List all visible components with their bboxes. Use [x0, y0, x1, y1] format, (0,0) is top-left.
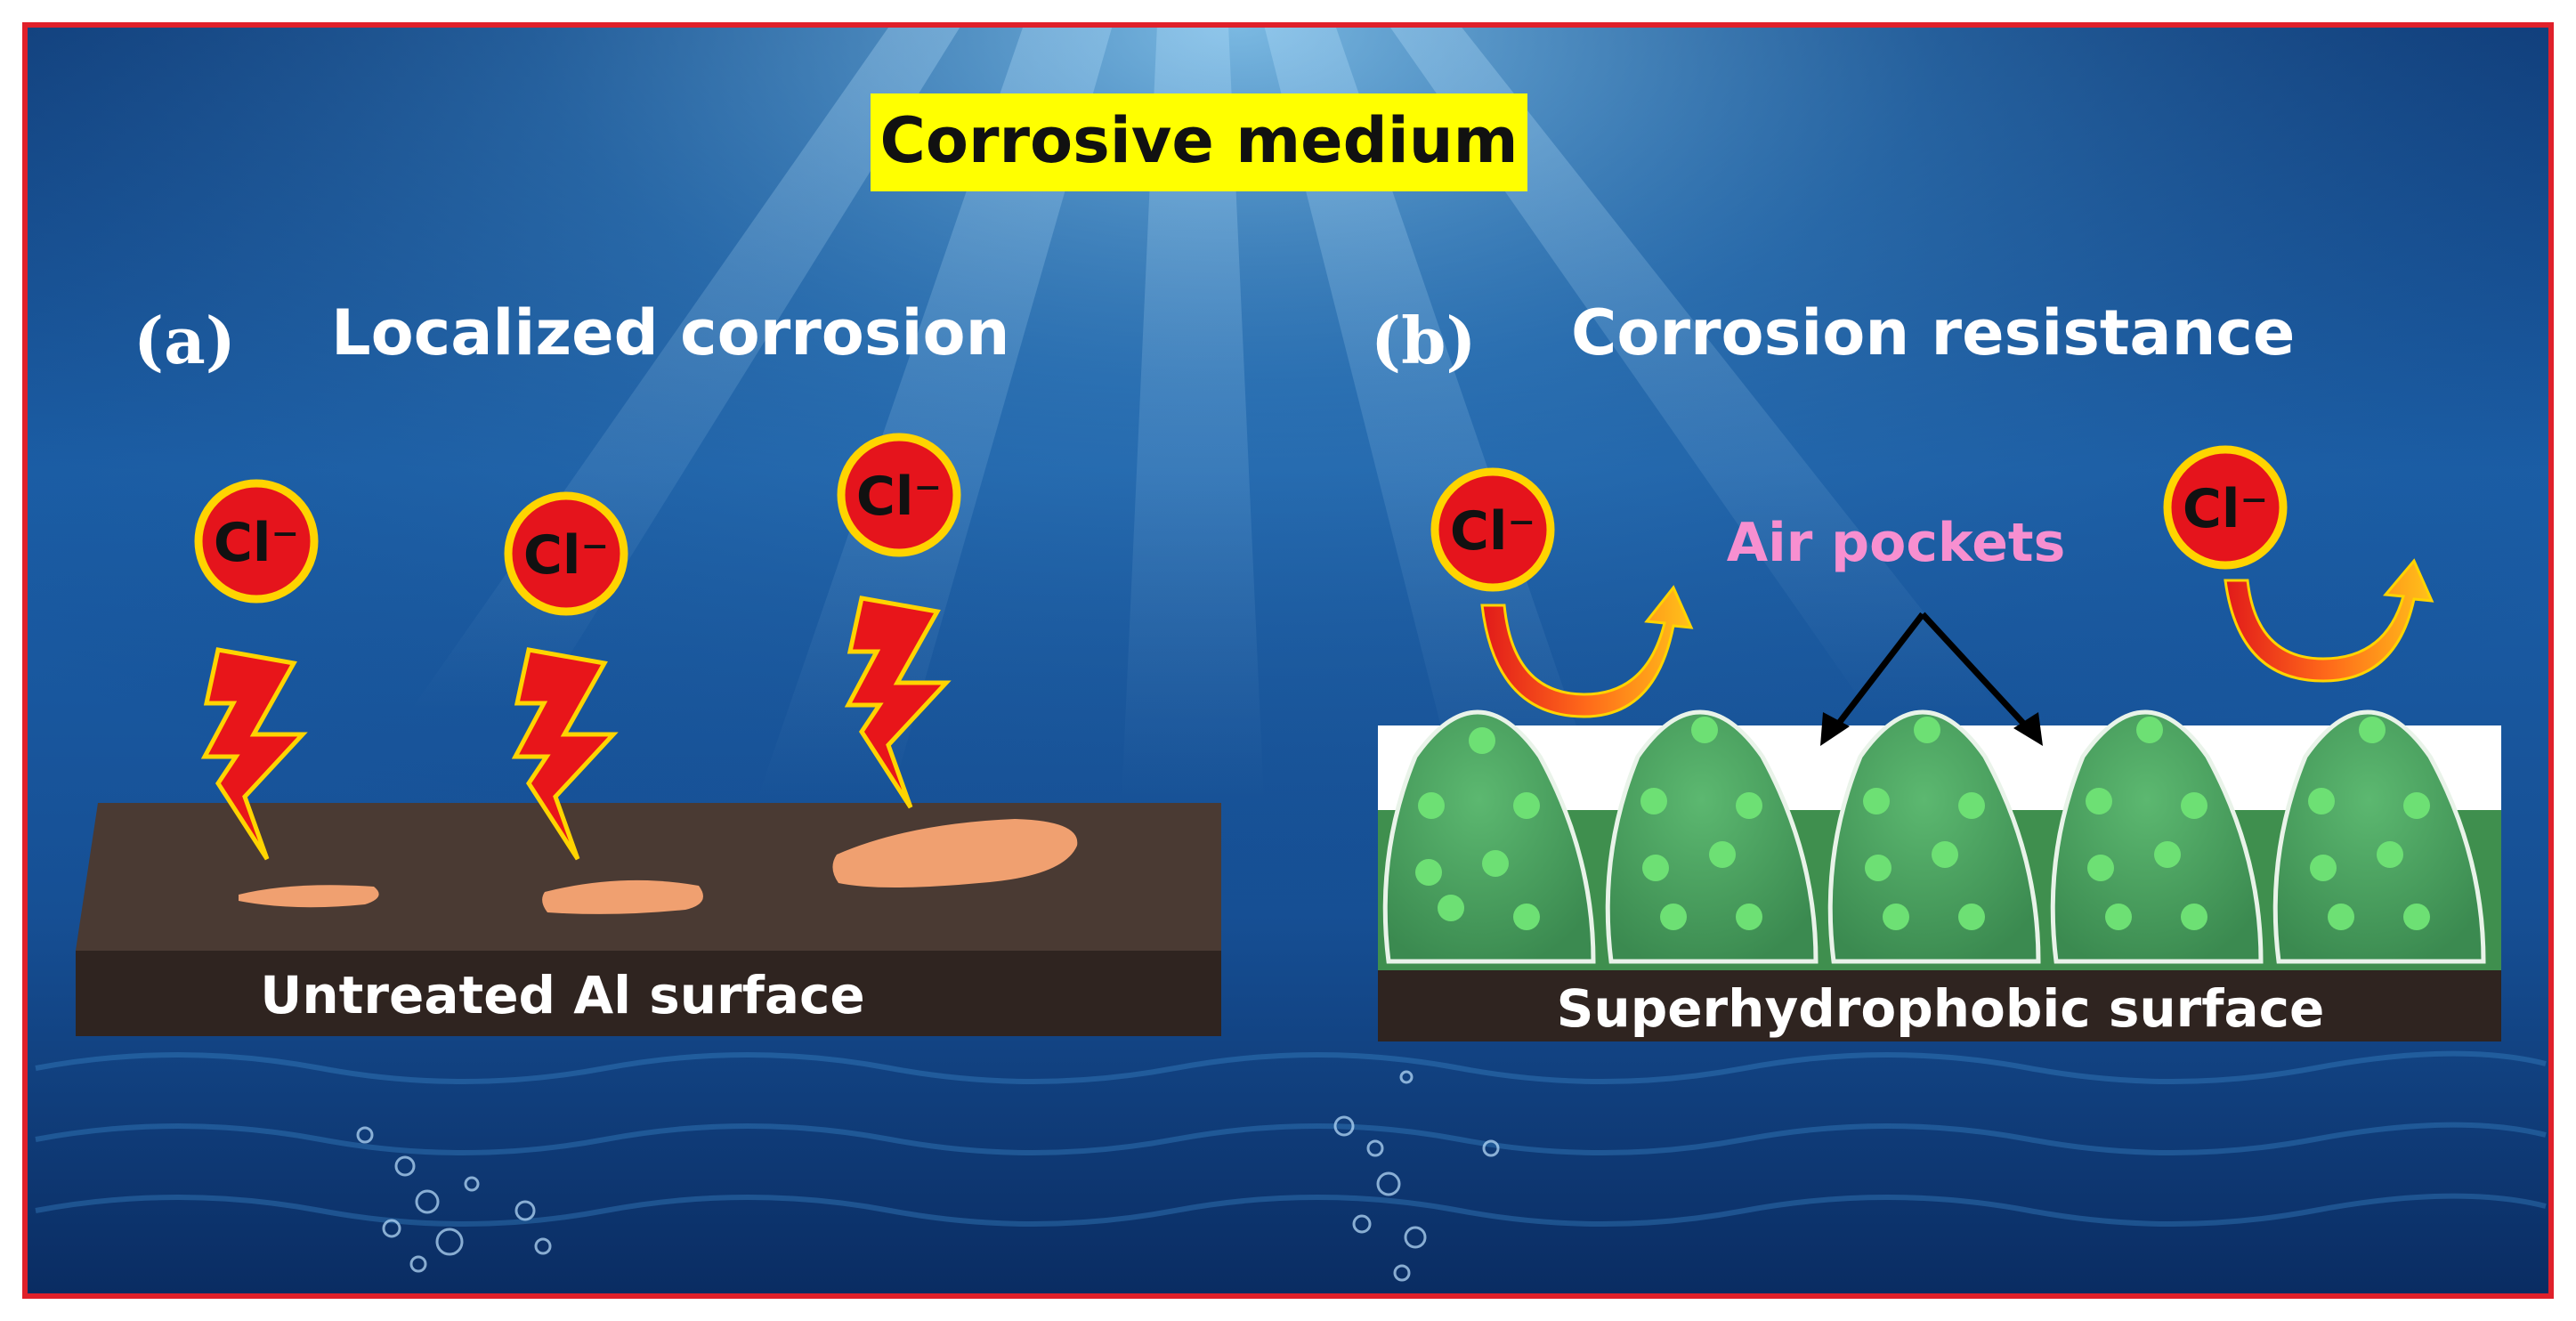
ion-label: Cl⁻ — [214, 512, 299, 574]
lightning-bolt-icon — [200, 647, 308, 861]
wave-texture — [35, 1050, 2547, 1227]
panel-b-surface-label: Superhydrophobic surface — [1557, 978, 2325, 1039]
corrosion-pit — [542, 879, 703, 914]
chloride-ion: Cl⁻ — [2163, 445, 2288, 570]
surface-glow — [25, 25, 2551, 1296]
chloride-ion: Cl⁻ — [837, 433, 961, 557]
bubbles — [356, 1070, 1500, 1282]
nanoparticle-dots — [1415, 717, 2430, 930]
micro-bump — [1827, 709, 2041, 964]
ion-label: Cl⁻ — [856, 466, 942, 528]
shs-substrate — [1378, 970, 2501, 1041]
deflect-arrow-icon — [1480, 585, 1694, 718]
panel-a-heading: Localized corrosion — [331, 296, 1009, 369]
corrosion-pit — [832, 819, 1078, 887]
chloride-ion: Cl⁻ — [194, 479, 319, 604]
micro-bumps — [1382, 709, 2486, 964]
lightning-bolt-icon — [511, 647, 619, 861]
micro-bump — [2050, 709, 2264, 964]
ion-label: Cl⁻ — [2183, 478, 2268, 540]
chloride-ion: Cl⁻ — [504, 491, 628, 616]
al-slab-front — [76, 951, 1221, 1036]
light-rays — [409, 25, 2003, 801]
panel-a-letter: (a) — [134, 303, 236, 378]
frame-border — [22, 22, 2554, 1299]
title-highlight — [871, 93, 1527, 191]
micro-bump — [2272, 709, 2486, 964]
panel-b: (b) Corrosion resistance Superhydrophobi… — [1371, 296, 2501, 1041]
title-text: Corrosive medium — [879, 104, 1518, 177]
ion-label: Cl⁻ — [523, 524, 609, 587]
air-pocket-arrows — [1820, 612, 2043, 746]
lightning-bolt-icon — [844, 596, 952, 809]
micro-bump — [1382, 709, 1596, 964]
air-pockets-label: Air pockets — [1727, 512, 2066, 574]
panel-b-letter: (b) — [1371, 303, 1476, 378]
panel-b-heading: Corrosion resistance — [1571, 296, 2295, 369]
panel-a: (a) Localized corrosion Untreated Al sur… — [76, 296, 1221, 1036]
panel-a-surface-label: Untreated Al surface — [260, 965, 864, 1025]
title-box: Corrosive medium — [871, 93, 1527, 191]
ion-label: Cl⁻ — [1450, 500, 1535, 563]
deflect-arrow-icon — [2224, 558, 2434, 683]
micro-bump — [1605, 709, 1819, 964]
corrosion-pit — [239, 885, 379, 908]
chloride-ion: Cl⁻ — [1430, 467, 1555, 592]
